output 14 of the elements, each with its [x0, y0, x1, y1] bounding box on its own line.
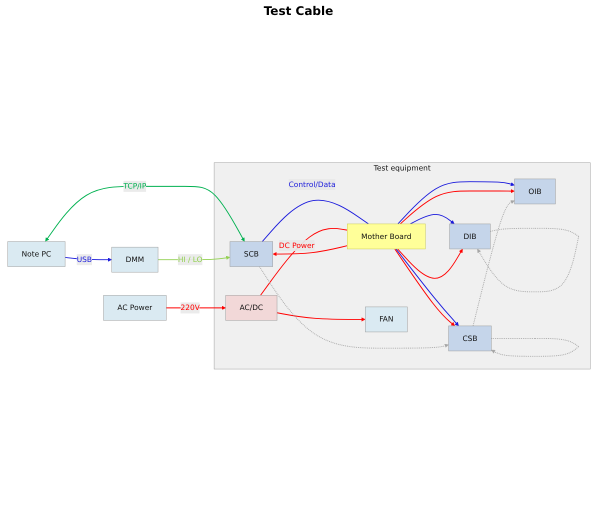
arrow: [396, 248, 462, 278]
arrow: [276, 312, 365, 322]
arrow: [409, 214, 454, 224]
arrow: [396, 180, 514, 224]
arrow: [476, 227, 579, 292]
cable-note: Test Cable: [264, 4, 334, 18]
arrow: [472, 200, 514, 326]
arrow: [490, 338, 579, 356]
arrow: [399, 188, 514, 224]
arrow: [44, 186, 244, 242]
arrow: [258, 266, 448, 348]
connector: [261, 199, 368, 242]
connector: [260, 228, 348, 296]
arrow: [272, 244, 348, 256]
